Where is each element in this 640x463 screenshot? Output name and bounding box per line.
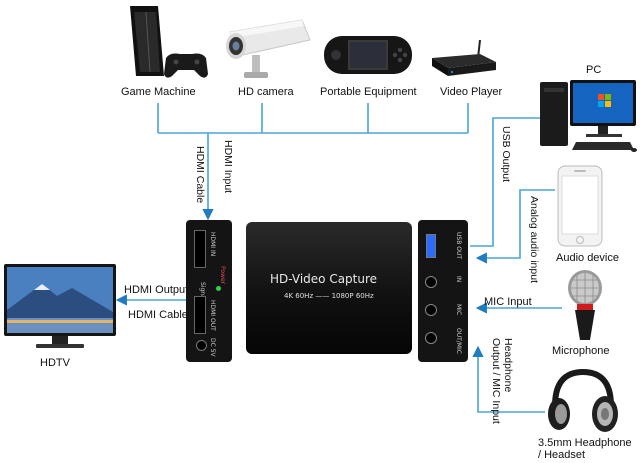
hdtv-image xyxy=(2,262,118,352)
hd-camera-image xyxy=(222,10,317,82)
signal-led xyxy=(216,286,221,291)
pc-label: PC xyxy=(586,64,602,76)
capture-left-panel: HDMI IN Signal Power HDMI OUT DC 5V xyxy=(186,220,232,362)
capture-box-body: HD-Video Capture 4K 60Hz —— 1080P 60Hz xyxy=(246,222,412,354)
hdmi-output-label: HDMI Output xyxy=(124,284,189,296)
headphone-image xyxy=(545,368,621,436)
pc-image xyxy=(540,78,638,156)
headphone-label: 3.5mm Headphone / Headset xyxy=(538,437,632,461)
out-mic-label: OUT/MIC xyxy=(455,328,462,354)
capture-right-panel: USB OUT IN MIC OUT/MIC xyxy=(418,220,468,362)
hd-camera-label: HD camera xyxy=(238,86,294,98)
capture-spec: 4K 60Hz —— 1080P 60Hz xyxy=(284,292,374,300)
video-player-image xyxy=(428,36,500,80)
dc-port[interactable] xyxy=(196,340,207,351)
hdmi-in-port[interactable] xyxy=(194,230,206,268)
wire-analog-audio xyxy=(475,189,555,264)
video-player-label: Video Player xyxy=(440,86,503,98)
wire-headphone xyxy=(472,345,545,413)
game-machine-image xyxy=(120,2,210,82)
usb-out-port[interactable] xyxy=(426,234,436,258)
headphone-output-label: Headphone Output / MIC Input xyxy=(490,338,514,424)
wire-usb-output xyxy=(470,112,565,247)
usb-output-label: USB Output xyxy=(500,126,512,183)
in-label: IN xyxy=(455,276,462,283)
usb-out-label: USB OUT xyxy=(455,232,462,260)
portable-equipment-label: Portable Equipment xyxy=(320,86,417,98)
microphone-label: Microphone xyxy=(552,345,610,357)
hdmi-input-label: HDMI Input xyxy=(222,140,234,194)
analog-audio-input-label: Analog audio input xyxy=(528,196,540,283)
dc-label: DC 5V xyxy=(209,338,216,357)
mic-label: MIC xyxy=(455,304,462,316)
audio-device-image xyxy=(556,164,604,248)
audio-device-label: Audio device xyxy=(556,252,619,264)
hdmi-out-port[interactable] xyxy=(194,296,206,334)
hdmi-cable-in-label: HDMI Cable xyxy=(194,146,206,204)
portable-equipment-image xyxy=(322,30,414,80)
out-mic-jack[interactable] xyxy=(425,332,437,344)
microphone-image xyxy=(555,268,615,344)
power-label: Power xyxy=(219,266,226,285)
hdtv-label: HDTV xyxy=(40,357,70,369)
mic-input-label: MIC Input xyxy=(484,296,532,308)
mic-jack[interactable] xyxy=(425,304,437,316)
audio-in-jack[interactable] xyxy=(425,276,437,288)
hdmi-cable-out-label: HDMI Cable xyxy=(128,309,188,321)
hdmi-out-label: HDMI OUT xyxy=(209,300,216,331)
hdmi-in-label: HDMI IN xyxy=(209,232,216,257)
capture-brand: HD-Video Capture xyxy=(270,272,378,286)
game-machine-label: Game Machine xyxy=(121,86,196,98)
